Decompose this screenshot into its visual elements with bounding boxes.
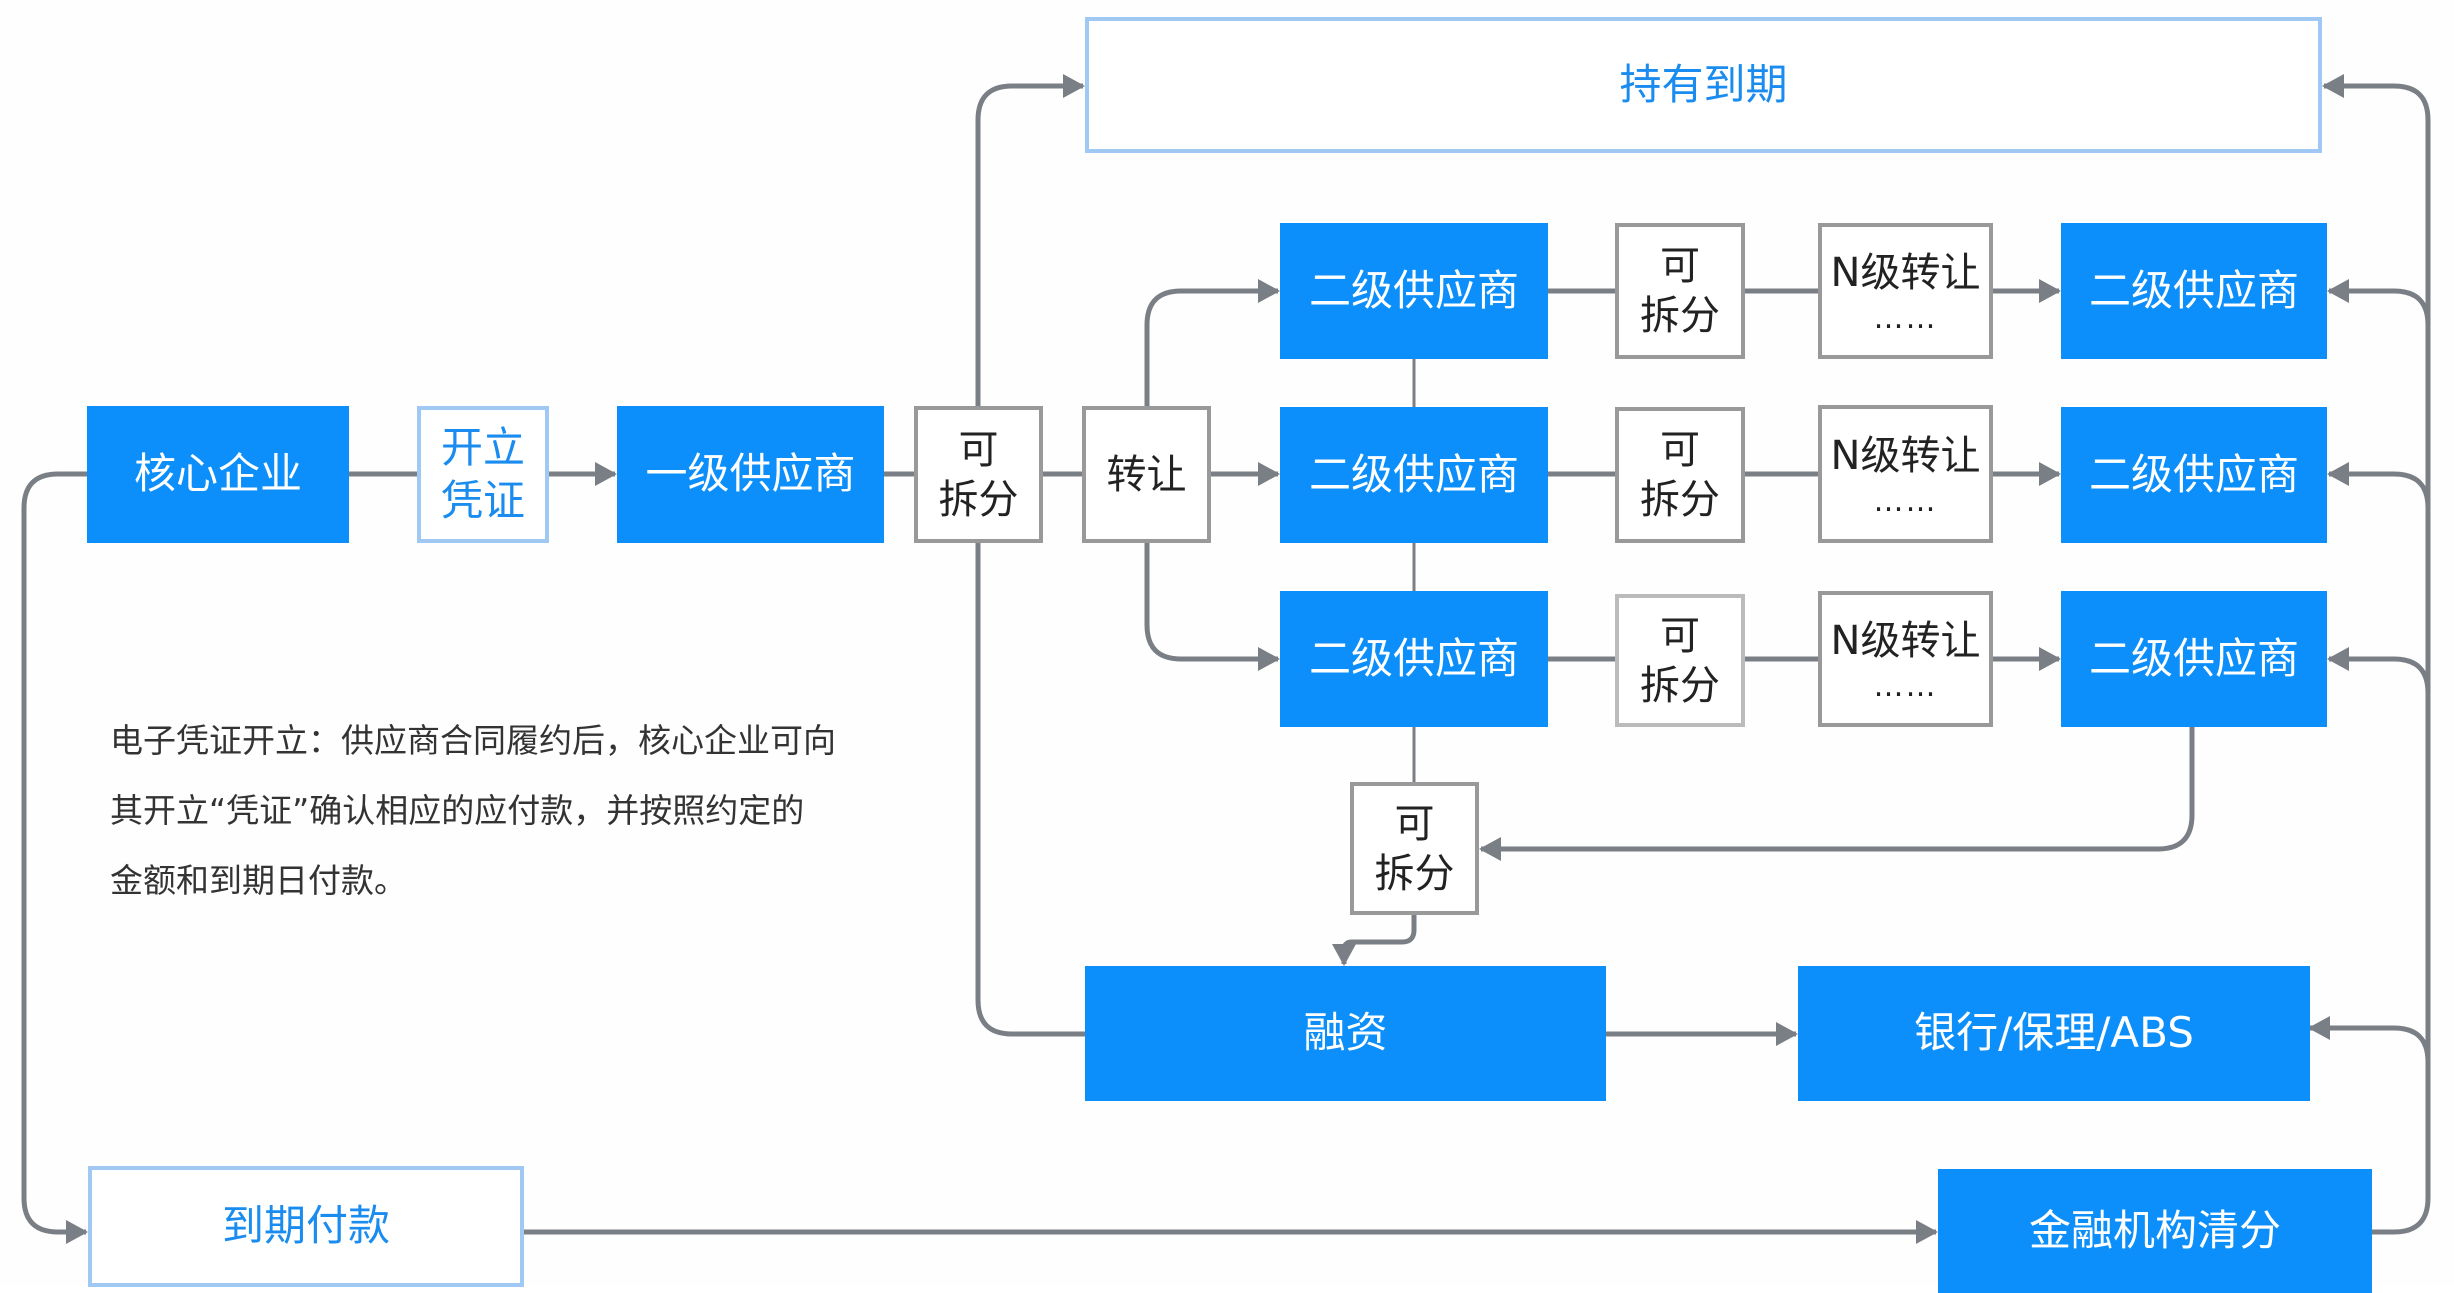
node-tier1-supplier: 一级供应商 <box>617 406 884 543</box>
node-tier2-supplier-right-1: 二级供应商 <box>2061 223 2327 359</box>
link-right-lower-split <box>1479 727 2195 861</box>
ellipsis: …… <box>1873 484 1938 519</box>
node-label-line1: N级转让 <box>1830 618 1981 664</box>
node-label-line2: 拆分 <box>938 476 1019 523</box>
link-clearing-bus <box>2322 74 2431 1235</box>
node-financing: 融资 <box>1085 966 1606 1101</box>
node-label: 到期付款 <box>221 1201 390 1251</box>
description-line-2: 其开立“凭证”确认相应的应付款，并按照约定的 <box>110 791 805 830</box>
node-label-line2: 拆分 <box>1640 662 1720 709</box>
description-line-1: 电子凭证开立：供应商合同履约后，核心企业可向 <box>110 721 836 760</box>
node-label: 核心企业 <box>133 449 302 499</box>
link-lower-split-financing <box>1332 915 1417 966</box>
node-label-line1: 可 <box>958 426 999 473</box>
node-n-level-transfer-3: N级转让 …… <box>1818 591 1993 727</box>
node-label-line2: 拆分 <box>1374 850 1455 897</box>
link-bus-bank <box>2308 1016 2431 1063</box>
node-label-line1: 可 <box>1394 800 1435 847</box>
link-transfer-row3 <box>1144 543 1280 671</box>
link-bus-row3 <box>2327 647 2431 694</box>
node-label: 二级供应商 <box>1308 449 1519 499</box>
node-splittable-row-1: 可 拆分 <box>1615 223 1745 359</box>
node-splittable-row-2: 可 拆分 <box>1615 407 1745 543</box>
node-label: 二级供应商 <box>2088 449 2299 499</box>
node-core-enterprise: 核心企业 <box>87 406 349 543</box>
node-tier2-supplier-right-2: 二级供应商 <box>2061 407 2327 543</box>
node-tier2-supplier-left-1: 二级供应商 <box>1280 223 1548 359</box>
node-transfer: 转让 <box>1082 406 1211 543</box>
node-label-line1: 可 <box>1660 612 1700 659</box>
node-n-level-transfer-2: N级转让 …… <box>1818 405 1993 543</box>
link-bus-row2 <box>2327 462 2431 509</box>
node-label: 转让 <box>1106 451 1187 498</box>
ellipsis: …… <box>1873 669 1938 704</box>
node-label-line2: 拆分 <box>1640 293 1720 339</box>
node-issue-voucher: 开立 凭证 <box>417 406 549 543</box>
node-label: 二级供应商 <box>2088 265 2299 315</box>
node-label: 二级供应商 <box>1308 633 1519 683</box>
node-label: 融资 <box>1303 1008 1388 1058</box>
node-label: 二级供应商 <box>2088 633 2299 683</box>
node-splittable-main: 可 拆分 <box>914 406 1043 543</box>
node-label: 银行/保理/ABS <box>1914 1008 2194 1058</box>
description-text: 电子凭证开立：供应商合同履约后，核心企业可向 其开立“凭证”确认相应的应付款，并… <box>110 706 930 916</box>
node-tier2-supplier-left-2: 二级供应商 <box>1280 407 1548 543</box>
link-split-hold <box>975 74 1085 406</box>
node-label-line1: N级转让 <box>1830 250 1981 296</box>
link-transfer-row1 <box>1144 279 1280 406</box>
node-label: 持有到期 <box>1619 59 1788 109</box>
node-tier2-supplier-left-3: 二级供应商 <box>1280 591 1548 727</box>
node-tier2-supplier-right-3: 二级供应商 <box>2061 591 2327 727</box>
node-label-line2: 凭证 <box>440 475 525 525</box>
node-label-line1: 开立 <box>440 423 525 472</box>
node-label-line1: N级转让 <box>1830 433 1981 479</box>
node-n-level-transfer-1: N级转让 …… <box>1818 223 1993 359</box>
node-hold-to-maturity: 持有到期 <box>1085 17 2322 153</box>
node-bank-factoring-abs: 银行/保理/ABS <box>1798 966 2310 1101</box>
node-label-line2: 拆分 <box>1640 477 1720 523</box>
link-core-payment <box>21 471 88 1244</box>
node-label: 一级供应商 <box>645 449 856 499</box>
link-bus-row1 <box>2327 279 2431 326</box>
node-label: 金融机构清分 <box>2028 1205 2281 1255</box>
description-line-3: 金额和到期日付款。 <box>110 861 407 900</box>
node-label-line1: 可 <box>1660 243 1700 289</box>
link-split-financing <box>975 543 1085 1037</box>
node-financial-clearing: 金融机构清分 <box>1938 1169 2372 1293</box>
node-label: 二级供应商 <box>1308 265 1519 315</box>
node-splittable-lower: 可 拆分 <box>1350 782 1479 915</box>
node-splittable-row-3: 可 拆分 <box>1615 594 1745 727</box>
ellipsis: …… <box>1873 301 1938 336</box>
node-payment-at-maturity: 到期付款 <box>88 1166 524 1287</box>
node-label-line1: 可 <box>1660 427 1700 473</box>
